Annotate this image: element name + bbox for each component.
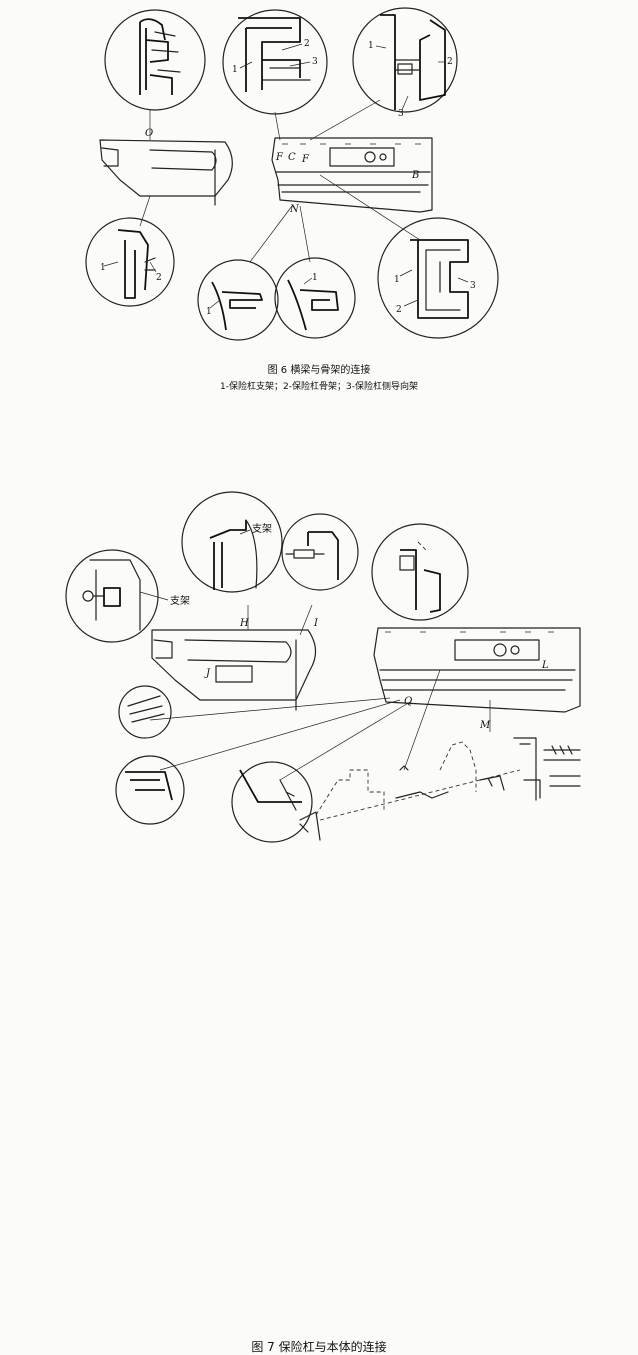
label-m: M xyxy=(479,720,491,731)
callout-3-bottom-right: 3 xyxy=(470,281,476,291)
figure-7: 支架 支架 H I J xyxy=(0,480,638,1354)
label-q: Q xyxy=(404,696,412,707)
callout-1-bottom-right: 1 xyxy=(394,275,400,285)
figure-6-drawing: 1 2 3 1 2 3 O F C F xyxy=(85,7,499,341)
detail-circle-bottom-center-1 xyxy=(197,259,279,341)
figure-6-legend: 1-保险杠支架；2-保险杠骨架；3-保险杠侧导向架 xyxy=(220,382,418,392)
bumper-front-view-right xyxy=(249,99,433,263)
bumper-side-view-left xyxy=(151,604,317,711)
callout-1-top-middle: 1 xyxy=(232,65,238,75)
bumper-front-view-right xyxy=(149,627,581,781)
figure-6-caption: 图 6 横梁与骨架的连接 xyxy=(267,365,371,376)
detail-circle-bottom-right xyxy=(377,217,499,339)
label-bracket-top: 支架 xyxy=(252,523,272,535)
label-h: H xyxy=(239,618,249,629)
figure-7-drawing: 支架 支架 H I J xyxy=(65,491,581,843)
callout-2-top-right: 2 xyxy=(447,57,453,67)
callout-1-bottom-center-2: 1 xyxy=(312,273,318,283)
callout-c: C xyxy=(288,152,296,163)
detail-clip-left-middle xyxy=(118,685,172,739)
figure-6: 1 2 3 1 2 3 O F C F xyxy=(0,0,638,400)
figure-7-caption: 图 7 保险杠与本体的连接 xyxy=(251,1340,387,1354)
label-bracket-left: 支架 xyxy=(170,595,190,607)
detail-circle-bottom-left xyxy=(115,755,185,825)
callout-2-bottom-left: 2 xyxy=(156,273,162,283)
detail-circle-top-right xyxy=(352,7,458,113)
detail-circle-top-center-right xyxy=(281,513,359,591)
callout-b: B xyxy=(411,170,419,181)
bumper-side-view-left xyxy=(99,110,233,227)
callout-2-bottom-right: 2 xyxy=(396,305,402,315)
callout-3-top-middle: 3 xyxy=(312,57,318,67)
assembly-drawing-bottom-right xyxy=(299,737,581,841)
callout-n: N xyxy=(289,204,300,215)
detail-circle-top-middle xyxy=(222,9,328,115)
label-i: I xyxy=(313,618,319,629)
callout-2-top-middle: 2 xyxy=(304,39,310,49)
callout-3-top-right: 3 xyxy=(398,109,404,119)
detail-circle-top-left-bracket xyxy=(65,549,169,643)
callout-f-left: F xyxy=(275,152,284,163)
detail-circle-top-center-left xyxy=(181,491,283,593)
callout-1-bottom-center-1: 1 xyxy=(206,307,212,317)
callout-1-top-right: 1 xyxy=(368,41,374,51)
detail-circle-bottom-center-2 xyxy=(274,257,356,339)
label-l: L xyxy=(541,660,549,671)
callout-1-bottom-left: 1 xyxy=(100,263,106,273)
label-j: J xyxy=(204,668,211,679)
detail-circle-bottom-center xyxy=(231,761,313,843)
detail-circle-top-right xyxy=(371,523,469,621)
detail-circle-top-left xyxy=(104,9,206,111)
detail-circle-bottom-left xyxy=(85,217,175,307)
callout-o: O xyxy=(145,128,153,139)
callout-f-right: F xyxy=(301,154,310,165)
